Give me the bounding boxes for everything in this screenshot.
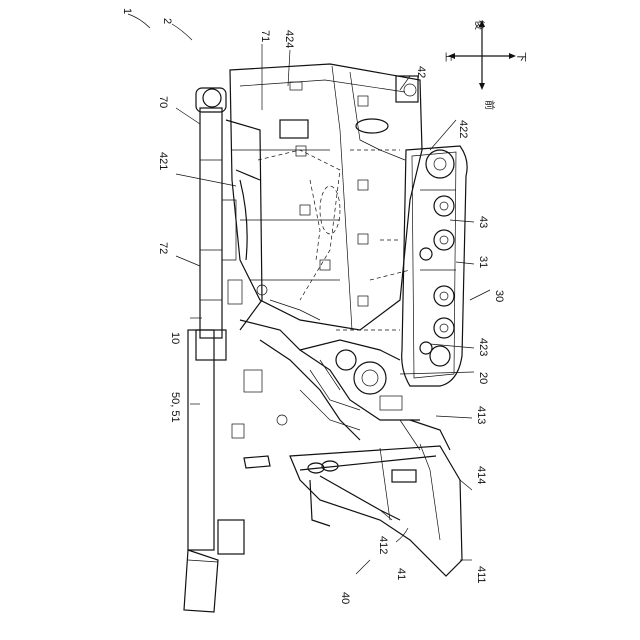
label-70: 70	[157, 96, 169, 108]
label-412: 412	[377, 536, 389, 554]
direction-down: 下	[515, 52, 526, 62]
label-413: 413	[475, 406, 487, 424]
label-43: 43	[477, 216, 489, 228]
label-2: 2	[161, 18, 173, 24]
label-71: 71	[259, 30, 271, 42]
grain-tank	[230, 64, 422, 330]
label-30: 30	[493, 290, 505, 302]
label-41: 41	[395, 568, 407, 580]
crawler-track	[402, 146, 467, 386]
direction-back: 後	[473, 20, 486, 30]
label-40: 40	[339, 592, 351, 604]
direction-indicator: 後 前 上 下	[443, 20, 526, 110]
label-424: 424	[283, 30, 295, 48]
label-72: 72	[157, 242, 169, 254]
reference-numerals: 1 2 70 71 424 42 422 421 43 72 31 30 10 …	[121, 8, 505, 604]
label-31: 31	[477, 256, 489, 268]
direction-up: 上	[443, 52, 455, 62]
label-10: 10	[169, 332, 181, 344]
label-50-51: 50, 51	[169, 392, 181, 423]
label-422: 422	[457, 120, 469, 138]
leader-lines	[128, 14, 490, 574]
reaper-unit	[244, 420, 462, 576]
label-1: 1	[121, 8, 133, 14]
direction-front: 前	[483, 100, 496, 110]
label-42: 42	[415, 66, 427, 78]
label-421: 421	[157, 152, 169, 170]
internal-dashed-parts	[258, 150, 410, 330]
label-411: 411	[475, 566, 487, 584]
label-414: 414	[475, 466, 487, 484]
unloading-auger	[184, 88, 244, 612]
label-20: 20	[477, 372, 489, 384]
label-423: 423	[477, 338, 489, 356]
